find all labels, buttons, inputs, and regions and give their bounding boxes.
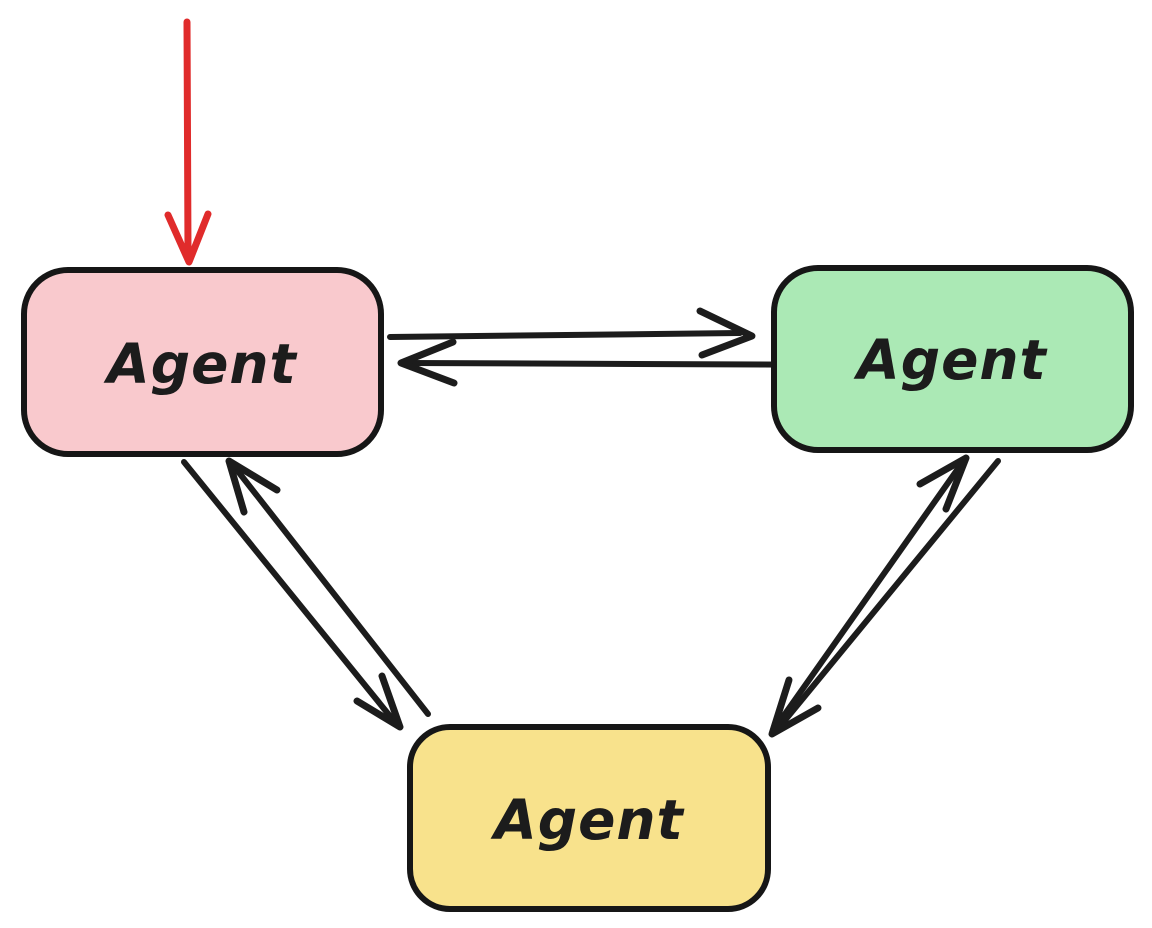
- agent-node-green: Agent: [771, 265, 1134, 453]
- green-to-yellow-arrow-shaft: [774, 458, 1001, 733]
- agent-node-yellow-label: Agent: [490, 788, 684, 852]
- yellow-to-green-arrow: [770, 454, 970, 734]
- green-to-pink-arrow-head: [397, 338, 458, 387]
- yellow-to-pink-arrow-head: [225, 457, 281, 516]
- green-to-yellow-arrow: [768, 458, 1001, 738]
- yellow-to-green-arrow-shaft: [770, 460, 965, 734]
- pink-to-green-arrow: [387, 307, 756, 359]
- pink-to-green-arrow-head: [696, 307, 756, 359]
- agent-node-yellow: Agent: [407, 724, 771, 912]
- entry-arrow-head: [164, 210, 212, 266]
- yellow-to-pink-arrow-shaft: [230, 462, 431, 717]
- agent-node-green-box: [771, 265, 1134, 453]
- pink-to-yellow-arrow-shaft: [181, 459, 397, 724]
- agent-node-pink: Agent: [21, 267, 384, 457]
- agent-node-yellow-box: [407, 724, 771, 912]
- agent-node-green-label: Agent: [853, 328, 1047, 392]
- pink-to-yellow-arrow-head: [353, 672, 404, 731]
- pink-to-yellow-arrow: [181, 459, 404, 731]
- yellow-to-green-arrow-head: [916, 454, 970, 513]
- green-to-yellow-arrow-head: [768, 676, 822, 738]
- agent-node-pink-label: Agent: [103, 332, 297, 396]
- entry-arrow-shaft: [183, 18, 192, 256]
- pink-to-green-arrow-shaft: [387, 330, 743, 340]
- yellow-to-pink-arrow: [225, 457, 431, 717]
- agent-node-pink-box: [21, 267, 384, 457]
- entry-arrow: [164, 18, 212, 266]
